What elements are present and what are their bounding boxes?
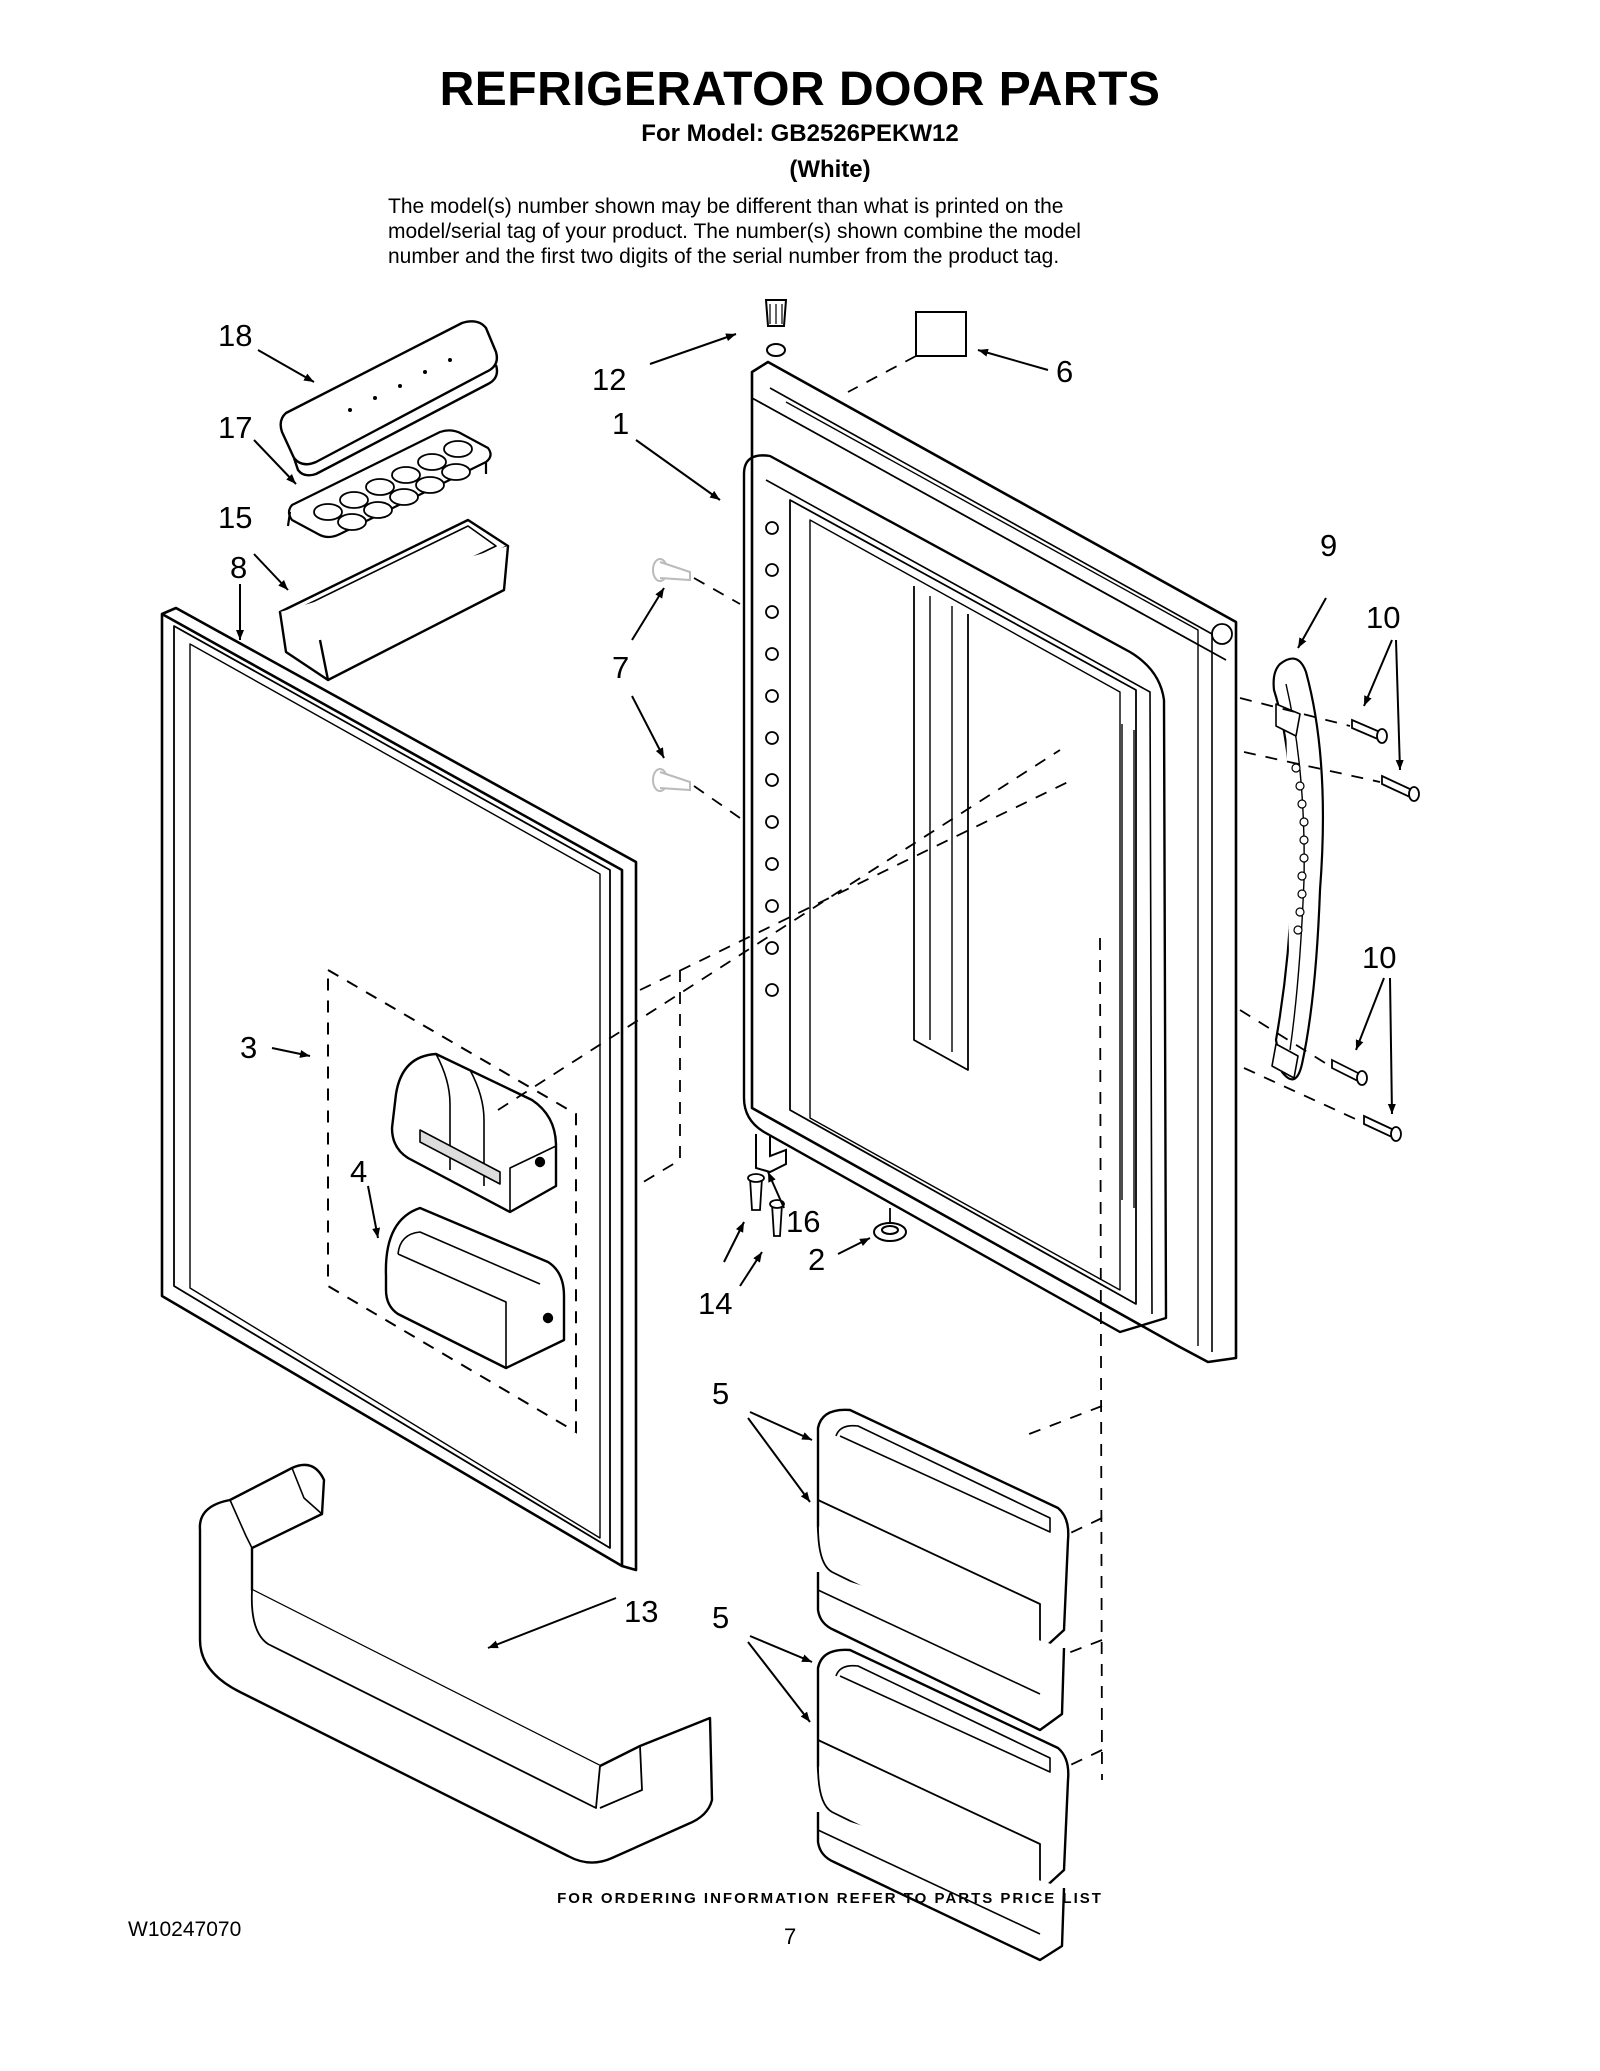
callout-9: 9 <box>1320 528 1337 563</box>
callout-16: 16 <box>786 1204 820 1239</box>
callout-18: 18 <box>218 318 252 353</box>
part-1-door <box>742 360 1238 1364</box>
part-7-hinge-pins <box>652 558 691 792</box>
callout-17: 17 <box>218 410 252 445</box>
model-line: For Model: GB2526PEKW12 <box>641 120 959 147</box>
part-4-dispenser-tray <box>384 1206 566 1370</box>
part-16-bracket <box>755 1134 787 1174</box>
part-9-handle <box>1271 657 1325 1081</box>
page-number: 7 <box>784 1924 797 1949</box>
page-title: REFRIGERATOR DOOR PARTS <box>439 63 1161 116</box>
part-3-dispenser-cover <box>390 1052 558 1214</box>
ordering-info: FOR ORDERING INFORMATION REFER TO PARTS … <box>557 1890 1103 1907</box>
part-18-shelf <box>279 320 499 477</box>
part-2-washer <box>873 1222 907 1242</box>
document-number: W10247070 <box>128 1918 242 1941</box>
callout-2: 2 <box>808 1242 825 1277</box>
part-12-plug <box>764 299 788 357</box>
callout-6: 6 <box>1056 354 1073 389</box>
callout-12: 12 <box>592 362 626 397</box>
callout-10-lower: 10 <box>1362 940 1396 975</box>
door-fasteners-row <box>765 521 779 997</box>
note-line-2: model/serial tag of your product. The nu… <box>388 220 1081 243</box>
callout-13: 13 <box>624 1594 658 1629</box>
note-line-3: number and the first two digits of the s… <box>388 245 1060 268</box>
part-15-bin <box>278 518 510 682</box>
callout-1: 1 <box>612 406 629 441</box>
callout-15: 15 <box>218 500 252 535</box>
callout-8: 8 <box>230 550 247 585</box>
model-number-note: The model(s) number shown may be differe… <box>388 194 1248 269</box>
callout-5-lower: 5 <box>712 1600 729 1635</box>
part-5-door-bins-lower <box>816 1648 1070 1962</box>
part-14-screws <box>747 1173 785 1237</box>
callout-4: 4 <box>350 1154 367 1189</box>
callout-3: 3 <box>240 1030 257 1065</box>
callout-7: 7 <box>612 650 629 685</box>
part-17-egg-tray <box>286 429 492 539</box>
callout-14: 14 <box>698 1286 732 1321</box>
model-color: (White) <box>789 156 871 183</box>
part-6-label <box>915 311 967 357</box>
part-8-door-liner <box>160 606 638 1572</box>
callout-5-upper: 5 <box>712 1376 729 1411</box>
note-line-1: The model(s) number shown may be differe… <box>388 195 1064 218</box>
part-5-door-bins-upper <box>816 1408 1070 1732</box>
part-13-bottom-bin <box>198 1463 714 1864</box>
part-10-screws <box>1331 718 1420 1142</box>
callout-10-upper: 10 <box>1366 600 1400 635</box>
